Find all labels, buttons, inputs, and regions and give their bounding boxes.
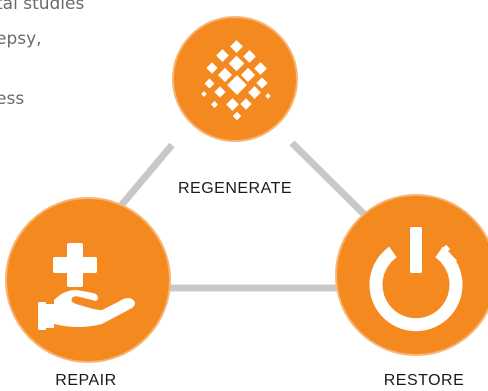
connector-regenerate-restore bbox=[289, 140, 378, 228]
medical-cross-hand-icon bbox=[5, 197, 171, 363]
restore-label: RESTORE bbox=[383, 372, 465, 389]
regenerate-node bbox=[172, 16, 298, 142]
regenerate-label: REGENERATE bbox=[177, 180, 293, 197]
mosaic-squares-icon bbox=[172, 16, 298, 142]
background-text-line-3: ess bbox=[0, 89, 25, 109]
background-text-line-1: tal studies bbox=[0, 0, 85, 14]
restore-node bbox=[335, 194, 488, 356]
background-text-line-2: epsy, bbox=[0, 29, 42, 49]
power-icon bbox=[335, 194, 488, 356]
repair-node bbox=[4, 196, 172, 364]
repair-label: REPAIR bbox=[55, 372, 117, 389]
